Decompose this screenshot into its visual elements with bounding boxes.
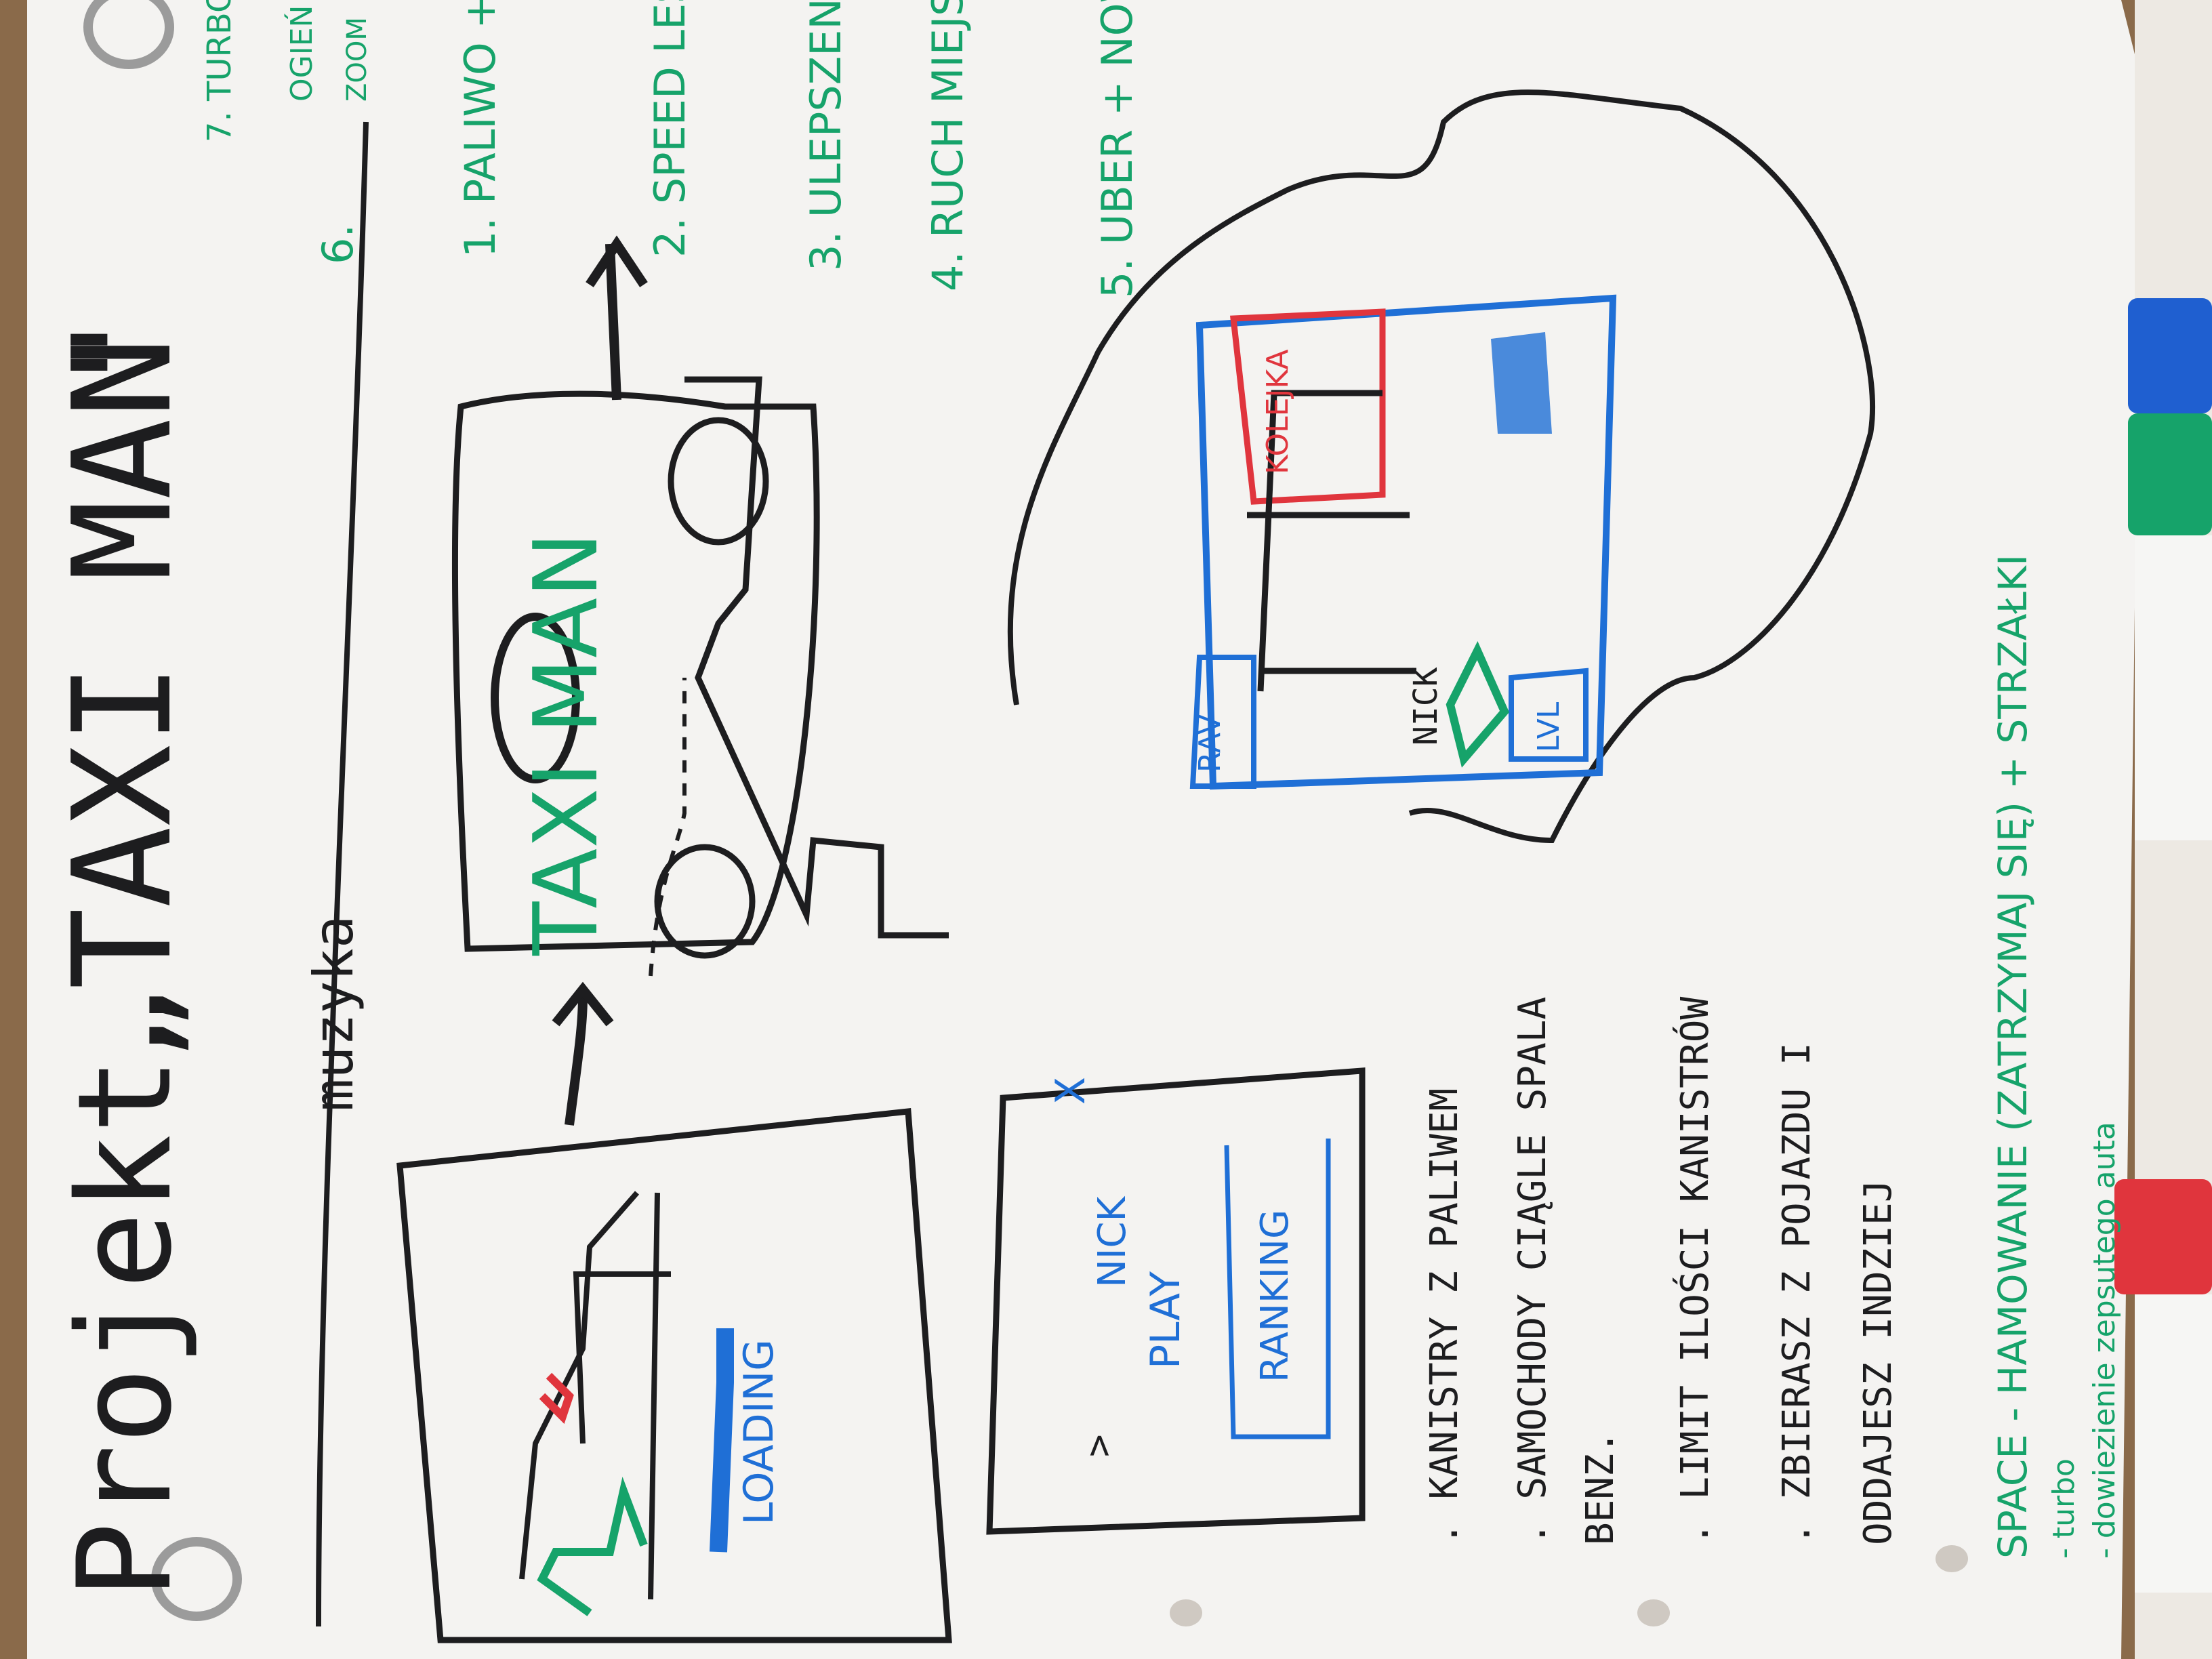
powerup-item: 3. ULEPSZENIE TAXI bbox=[801, 0, 851, 271]
binder-clip-bottom bbox=[151, 1537, 242, 1621]
flow-connector bbox=[684, 376, 949, 939]
note-item: . SAMOCHODY CIĄGLE SPALA bbox=[1511, 997, 1555, 1545]
title-prefix: Projekt bbox=[50, 1057, 200, 1599]
game-logo-label: TAXI MAN bbox=[514, 532, 617, 956]
menu-play-label: PLAY bbox=[1142, 1271, 1189, 1369]
map-screen-sketch: RAV LVL KOLEJKA NICK bbox=[1007, 89, 1875, 844]
title-quote-close: " bbox=[44, 312, 202, 393]
button-circle-icon bbox=[668, 417, 769, 546]
map-badge-red: KOLEJKA bbox=[1261, 349, 1295, 474]
note-item: BENZ. bbox=[1578, 1431, 1622, 1545]
game-screen-sketch: TAXI MAN muzyka bbox=[302, 235, 820, 1111]
note-item: . ZBIERASZ Z POJAZDU I bbox=[1775, 1042, 1819, 1545]
joystick-circle-icon bbox=[654, 844, 756, 959]
map-badge-right: LVL bbox=[1532, 701, 1566, 752]
controls-line-3: - dowiezienie zepsutego auta bbox=[2087, 1122, 2122, 1559]
controls-line-2: - turbo bbox=[2047, 1458, 2081, 1559]
powerup-item: 1. PALIWO + CZAS bbox=[455, 0, 505, 258]
arrow-head bbox=[552, 981, 614, 1027]
loading-label: LOADING bbox=[735, 1339, 783, 1525]
red-figure bbox=[539, 1372, 574, 1425]
powerup-note: ZOOM bbox=[342, 17, 373, 102]
blue-marker-cap bbox=[2128, 298, 2212, 413]
powerup-item: 6. bbox=[313, 224, 363, 264]
powerup-note: OGIEŃ bbox=[283, 5, 319, 102]
controls-line-1: SPACE - HAMOWANIE (ZATRZYMAJ SIĘ) + STRZ… bbox=[1990, 554, 2036, 1559]
green-marker-body bbox=[2135, 535, 2212, 840]
note-item: . LIMIT ILOŚCI KANISTRÓW bbox=[1673, 997, 1717, 1545]
splash-screen-sketch: LOADING bbox=[396, 1108, 952, 1643]
menu-screen-sketch: X NICK PLAY RANKING > bbox=[986, 1067, 1366, 1535]
powerup-item: 4. RUCH MIEJSK bbox=[923, 0, 972, 291]
menu-close-mark: X bbox=[1047, 1077, 1094, 1105]
map-badge-left: RAV bbox=[1193, 714, 1227, 773]
green-marker-cap bbox=[2128, 413, 2212, 535]
blue-progress-bar bbox=[710, 1328, 734, 1553]
map-nick-label: NICK bbox=[1407, 667, 1445, 745]
map-frame bbox=[1195, 294, 1617, 790]
punch-hole bbox=[1936, 1545, 1968, 1572]
powerup-item: 5. UBER + NOWE TAXI bbox=[1092, 0, 1142, 298]
punch-hole bbox=[1170, 1599, 1202, 1626]
powerups-list: 6. 1. PALIWO + CZAS 2. SPEED LESS PAIR 3… bbox=[201, 0, 1142, 298]
red-marker-cap bbox=[2114, 1179, 2212, 1294]
menu-nick-label: NICK bbox=[1090, 1195, 1134, 1288]
arrow-splash-to-game bbox=[565, 996, 588, 1126]
green-arrow bbox=[537, 1476, 648, 1616]
music-label: muzyka bbox=[302, 916, 365, 1111]
notes-list: . KANISTRY Z PALIWEM . SAMOCHODY CIĄGLE … bbox=[1422, 997, 1900, 1545]
powerup-note: 7. TURBO bbox=[201, 0, 239, 142]
title-underline bbox=[316, 121, 369, 1627]
menu-ranking-label: RANKING bbox=[1253, 1210, 1297, 1382]
title-quote-open: „ bbox=[44, 983, 202, 1064]
powerup-item: 2. SPEED LESS PAIR bbox=[645, 0, 695, 258]
note-item: . KANISTRY Z PALIWEM bbox=[1422, 1088, 1467, 1545]
menu-cursor-mark: > bbox=[1077, 1434, 1121, 1457]
controls-note: SPACE - HAMOWANIE (ZATRZYMAJ SIĘ) + STRZ… bbox=[1990, 554, 2122, 1559]
punch-hole bbox=[1637, 1599, 1670, 1626]
note-item: ODDAJESZ INDZIEJ bbox=[1856, 1180, 1900, 1545]
red-marker-body bbox=[2135, 1294, 2212, 1593]
binder-clip-top bbox=[83, 0, 174, 69]
music-disc-icon bbox=[491, 613, 580, 783]
title-name: TAXI MAN bbox=[44, 337, 202, 989]
